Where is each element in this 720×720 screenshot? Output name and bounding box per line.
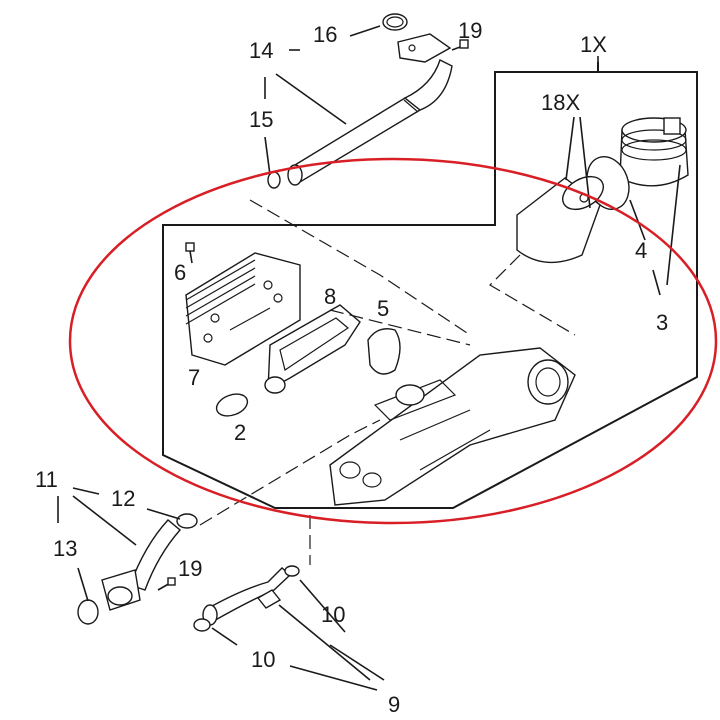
callout-3: 3	[656, 310, 668, 335]
callout-15: 15	[249, 107, 273, 132]
callout-6: 6	[174, 260, 186, 285]
seal-ring-16	[382, 13, 408, 31]
seal-5	[367, 328, 401, 375]
o-ring-2	[215, 393, 249, 417]
callout-10-upper: 10	[321, 602, 345, 627]
filter-housing-cap	[619, 117, 689, 187]
callout-1x: 1X	[580, 32, 607, 57]
leader-lines	[57, 25, 681, 691]
seal-ring-10-upper	[284, 565, 300, 577]
callout-8: 8	[324, 284, 336, 309]
bolt-19-upper	[451, 39, 469, 51]
callout-19-upper: 19	[458, 18, 482, 43]
callout-4: 4	[635, 238, 647, 263]
lower-left-coolant-pipe	[101, 519, 182, 611]
plate-heat-exchanger	[185, 252, 301, 366]
callout-2: 2	[234, 420, 246, 445]
lower-coolant-pipe	[202, 567, 292, 626]
callout-13: 13	[53, 536, 77, 561]
callout-10-lower: 10	[251, 647, 275, 672]
seal-ring-12	[176, 513, 198, 529]
axis-line-filter	[489, 254, 576, 336]
bolt-19-lower	[157, 577, 176, 591]
callout-12: 12	[111, 486, 135, 511]
highlight-ellipse	[68, 157, 718, 525]
callout-9: 9	[388, 692, 400, 717]
oil-filter-element	[516, 175, 604, 264]
assembly-frame	[162, 62, 698, 509]
callout-5: 5	[377, 296, 389, 321]
callout-18x: 18X	[541, 90, 580, 115]
callout-16: 16	[313, 22, 337, 47]
axis-line-heat-exchanger	[329, 309, 471, 346]
callout-19-lower: 19	[178, 556, 202, 581]
axis-line-upper	[249, 199, 471, 336]
seal-ring-10-lower	[193, 618, 211, 632]
callout-14: 14	[249, 38, 273, 63]
seal-ring-13	[77, 599, 99, 625]
callout-7: 7	[188, 365, 200, 390]
gasket-8	[264, 304, 361, 394]
oil-cooler-housing	[329, 347, 576, 506]
bolt-6	[185, 242, 195, 264]
callout-11: 11	[35, 467, 58, 492]
upper-coolant-pipe	[287, 33, 453, 186]
